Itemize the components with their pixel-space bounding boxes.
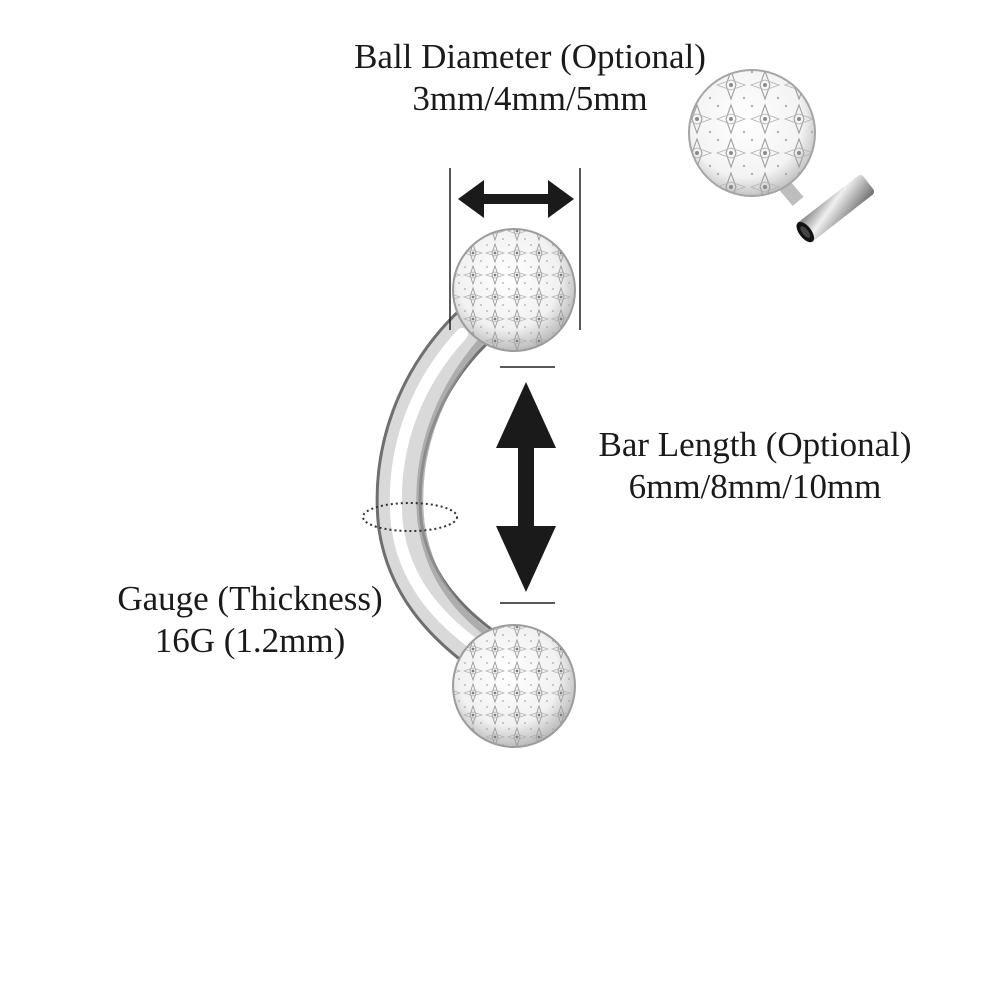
bar-length-options: 6mm/8mm/10mm [628,467,882,506]
gauge-value: 16G (1.2mm) [154,621,346,660]
crystal-ball-detail-icon [688,69,875,243]
bar-length-title: Bar Length (Optional) [598,425,912,464]
ball-diameter-title: Ball Diameter (Optional) [354,37,706,76]
bar-length-label: Bar Length (Optional) 6mm/8mm/10mm [560,424,950,508]
double-arrow-horizontal-icon [449,168,581,330]
double-arrow-vertical-icon [496,366,556,604]
top-crystal-ball-icon [452,228,576,352]
dotted-ellipse-icon [362,502,458,532]
gauge-label: Gauge (Thickness) 16G (1.2mm) [60,578,440,662]
bottom-crystal-ball-icon [452,624,576,748]
curved-barbell-icon [375,307,513,678]
gauge-title: Gauge (Thickness) [117,579,383,618]
ball-diameter-label: Ball Diameter (Optional) 3mm/4mm/5mm [310,36,750,120]
ball-diameter-options: 3mm/4mm/5mm [412,79,648,118]
